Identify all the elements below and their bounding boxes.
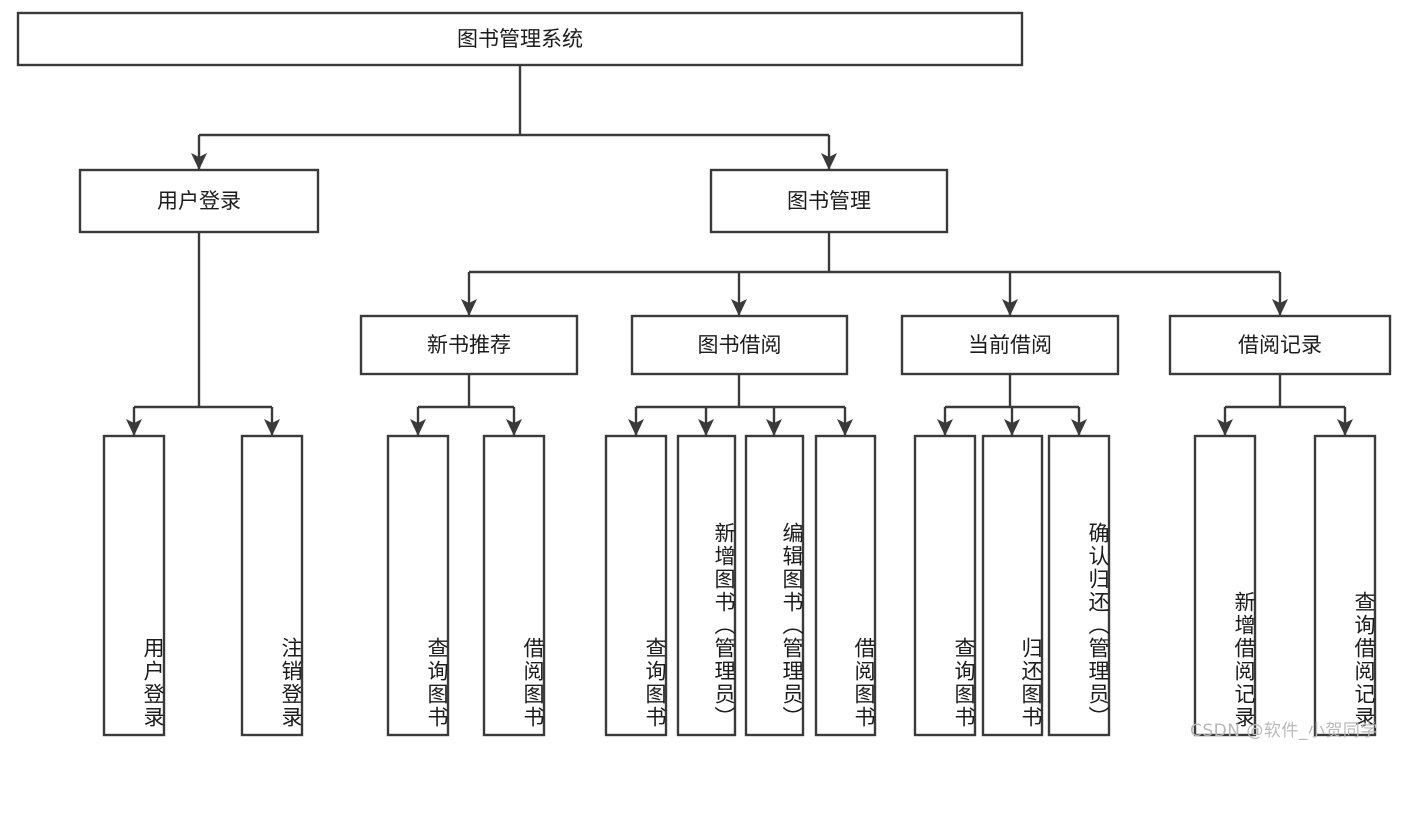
connector-lines-layer — [126, 65, 1353, 436]
arrow-head-icon — [837, 419, 853, 436]
node-label-level2-0: 用户登录 — [157, 189, 241, 213]
arrow-head-icon — [1272, 299, 1288, 316]
node-label-root: 图书管理系统 — [457, 27, 583, 51]
node-box-leaf-0[interactable] — [102, 434, 166, 737]
arrow-head-icon — [126, 419, 142, 436]
arrow-head-icon — [766, 419, 782, 436]
node-boxes-layer — [16, 11, 1392, 737]
node-label-level3-0: 新书推荐 — [427, 333, 511, 357]
arrow-head-icon — [698, 419, 714, 436]
arrow-head-icon — [1217, 419, 1233, 436]
node-box-leaf-8[interactable] — [913, 434, 977, 737]
node-box-level3-1[interactable] — [630, 314, 849, 376]
node-box-leaf-6[interactable] — [744, 434, 805, 737]
arrow-head-icon — [410, 419, 426, 436]
node-box-leaf-1[interactable] — [240, 434, 304, 737]
node-box-level3-2[interactable] — [900, 314, 1120, 376]
arrow-head-icon — [821, 153, 837, 170]
csdn-watermark: CSDN @软件_小贺同学 — [1190, 721, 1378, 741]
node-label-level3-1: 图书借阅 — [698, 333, 782, 357]
node-box-leaf-4[interactable] — [604, 434, 668, 737]
diagram-canvas-root: 图书管理系统用户登录图书管理新书推荐图书借阅当前借阅借阅记录 用户登录注销登录查… — [16, 11, 1392, 741]
arrow-head-icon — [1337, 419, 1353, 436]
node-box-level2-0[interactable] — [78, 168, 320, 234]
node-box-leaf-12[interactable] — [1313, 434, 1377, 737]
node-box-level2-1[interactable] — [709, 168, 949, 234]
arrow-head-icon — [264, 419, 280, 436]
node-box-leaf-11[interactable] — [1193, 434, 1257, 737]
node-box-leaf-2[interactable] — [386, 434, 450, 737]
arrow-head-icon — [628, 419, 644, 436]
node-box-leaf-10[interactable] — [1047, 434, 1111, 737]
node-label-level2-1: 图书管理 — [787, 189, 871, 213]
arrow-head-icon — [1071, 419, 1087, 436]
node-box-leaf-9[interactable] — [981, 434, 1044, 737]
node-label-level3-3: 借阅记录 — [1238, 333, 1322, 357]
node-box-level3-0[interactable] — [359, 314, 579, 376]
node-box-leaf-7[interactable] — [814, 434, 877, 737]
node-box-leaf-3[interactable] — [482, 434, 546, 737]
arrow-head-icon — [461, 299, 477, 316]
node-box-leaf-5[interactable] — [676, 434, 737, 737]
node-label-level3-2: 当前借阅 — [968, 333, 1052, 357]
arrow-head-icon — [937, 419, 953, 436]
node-box-level3-3[interactable] — [1168, 314, 1392, 376]
arrow-head-icon — [731, 299, 747, 316]
arrow-head-icon — [506, 419, 522, 436]
node-box-root[interactable] — [16, 11, 1024, 67]
arrow-head-icon — [1002, 299, 1018, 316]
arrow-head-icon — [191, 153, 207, 170]
arrow-head-icon — [1004, 419, 1020, 436]
